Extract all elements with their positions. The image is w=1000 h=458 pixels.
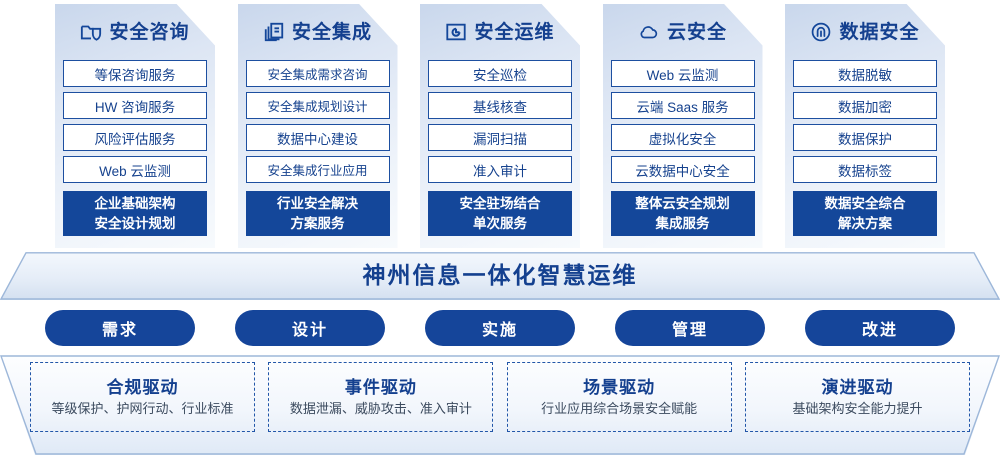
driver-title: 演进驱动 (821, 378, 894, 397)
fingerprint-icon (810, 21, 832, 43)
service-item[interactable]: 安全巡检 (428, 60, 572, 87)
service-item[interactable]: 云数据中心安全 (610, 156, 755, 183)
service-item[interactable]: HW 咨询服务 (63, 92, 207, 119)
service-item[interactable]: 安全集成需求咨询 (245, 60, 390, 87)
service-item[interactable]: 漏洞扫描 (428, 124, 572, 151)
column-summary[interactable]: 整体云安全规划 集成服务 (610, 191, 755, 237)
driver-title: 合规驱动 (106, 378, 179, 397)
column-summary[interactable]: 行业安全解决 方案服务 (245, 191, 390, 237)
driver-card-evolution[interactable]: 演进驱动 基础架构安全能力提升 (744, 362, 970, 432)
column-title: 安全集成 (291, 21, 372, 43)
service-item[interactable]: Web 云监测 (610, 60, 755, 87)
capability-column-security-integration[interactable]: 安全集成 安全集成需求咨询 安全集成规划设计 数据中心建设 安全集成行业应用 行… (237, 0, 398, 248)
summary-line: 整体云安全规划 (635, 196, 730, 211)
column-summary[interactable]: 安全驻场结合 单次服务 (428, 191, 572, 237)
lifecycle-pills: 需求 设计 实施 管理 改进 (0, 310, 1000, 348)
driver-description: 等级保护、护网行动、行业标准 (51, 401, 234, 416)
service-item[interactable]: 安全集成行业应用 (245, 156, 390, 183)
driver-card-scenario[interactable]: 场景驱动 行业应用综合场景安全赋能 (506, 362, 732, 432)
cloud-icon (638, 21, 660, 43)
column-title: 安全运维 (474, 21, 555, 43)
service-item[interactable]: 数据保护 (793, 124, 937, 151)
summary-line: 集成服务 (655, 215, 710, 231)
capability-column-cloud-security[interactable]: 云安全 Web 云监测 云端 Saas 服务 虚拟化安全 云数据中心安全 整体云… (602, 0, 763, 248)
service-item[interactable]: 数据中心建设 (245, 124, 390, 151)
service-item[interactable]: 数据加密 (793, 92, 937, 119)
driver-description: 数据泄漏、威胁攻击、准入审计 (289, 401, 472, 416)
column-title: 数据安全 (839, 21, 920, 43)
summary-line: 安全驻场结合 (459, 196, 541, 211)
summary-line: 数据安全综合 (824, 196, 906, 211)
lifecycle-pill-management[interactable]: 管理 (615, 310, 765, 346)
capability-column-security-consulting[interactable]: 安全咨询 等保咨询服务 HW 咨询服务 风险评估服务 Web 云监测 企业基础架… (55, 0, 215, 248)
column-header: 云安全 (638, 18, 727, 46)
lifecycle-pill-design[interactable]: 设计 (235, 310, 385, 346)
column-header: 数据安全 (810, 18, 919, 46)
platform-title: 神州信息一体化智慧运维 (362, 261, 638, 288)
driver-description: 行业应用综合场景安全赋能 (541, 401, 698, 416)
driver-title: 事件驱动 (344, 378, 417, 397)
platform-band: 神州信息一体化智慧运维 (0, 252, 1000, 300)
column-summary[interactable]: 数据安全综合 解决方案 (793, 191, 937, 237)
service-item[interactable]: 安全集成规划设计 (245, 92, 390, 119)
column-header: 安全集成 (263, 18, 372, 46)
driver-card-compliance[interactable]: 合规驱动 等级保护、护网行动、行业标准 (30, 362, 255, 432)
drivers-section: 合规驱动 等级保护、护网行动、行业标准 事件驱动 数据泄漏、威胁攻击、准入审计 … (0, 355, 1000, 455)
summary-line: 方案服务 (290, 215, 345, 231)
monitor-chart-icon (445, 21, 467, 43)
lifecycle-pill-improvement[interactable]: 改进 (805, 310, 955, 346)
service-item[interactable]: 等保咨询服务 (63, 60, 207, 87)
lifecycle-pill-implementation[interactable]: 实施 (425, 310, 575, 346)
column-title: 安全咨询 (109, 21, 190, 43)
capability-column-security-operations[interactable]: 安全运维 安全巡检 基线核查 漏洞扫描 准入审计 安全驻场结合 单次服务 (420, 0, 580, 248)
summary-line: 企业基础架构 (94, 196, 176, 211)
driver-title: 场景驱动 (583, 378, 656, 397)
driver-card-incident[interactable]: 事件驱动 数据泄漏、威胁攻击、准入审计 (268, 362, 494, 432)
summary-line: 单次服务 (473, 215, 527, 231)
service-item[interactable]: 数据脱敏 (793, 60, 937, 87)
driver-description: 基础架构安全能力提升 (792, 401, 923, 416)
column-header: 安全咨询 (80, 18, 189, 46)
lifecycle-pill-requirement[interactable]: 需求 (45, 310, 195, 346)
summary-line: 安全设计规划 (94, 215, 176, 231)
summary-line: 解决方案 (838, 215, 892, 231)
service-item[interactable]: 风险评估服务 (63, 124, 207, 151)
column-header: 安全运维 (445, 18, 554, 46)
service-item[interactable]: 数据标签 (793, 156, 937, 183)
column-summary[interactable]: 企业基础架构 安全设计规划 (63, 191, 207, 237)
folder-shield-icon (80, 21, 102, 43)
service-item[interactable]: 准入审计 (428, 156, 572, 183)
service-item[interactable]: Web 云监测 (63, 156, 207, 183)
drivers-row: 合规驱动 等级保护、护网行动、行业标准 事件驱动 数据泄漏、威胁攻击、准入审计 … (0, 355, 1000, 455)
stacked-documents-icon (263, 21, 285, 43)
capability-columns: 安全咨询 等保咨询服务 HW 咨询服务 风险评估服务 Web 云监测 企业基础架… (55, 0, 945, 248)
column-title: 云安全 (666, 21, 727, 43)
service-item[interactable]: 基线核查 (428, 92, 572, 119)
capability-column-data-security[interactable]: 数据安全 数据脱敏 数据加密 数据保护 数据标签 数据安全综合 解决方案 (785, 0, 945, 248)
service-item[interactable]: 虚拟化安全 (610, 124, 755, 151)
summary-line: 行业安全解决 (277, 196, 358, 211)
service-item[interactable]: 云端 Saas 服务 (610, 92, 755, 119)
